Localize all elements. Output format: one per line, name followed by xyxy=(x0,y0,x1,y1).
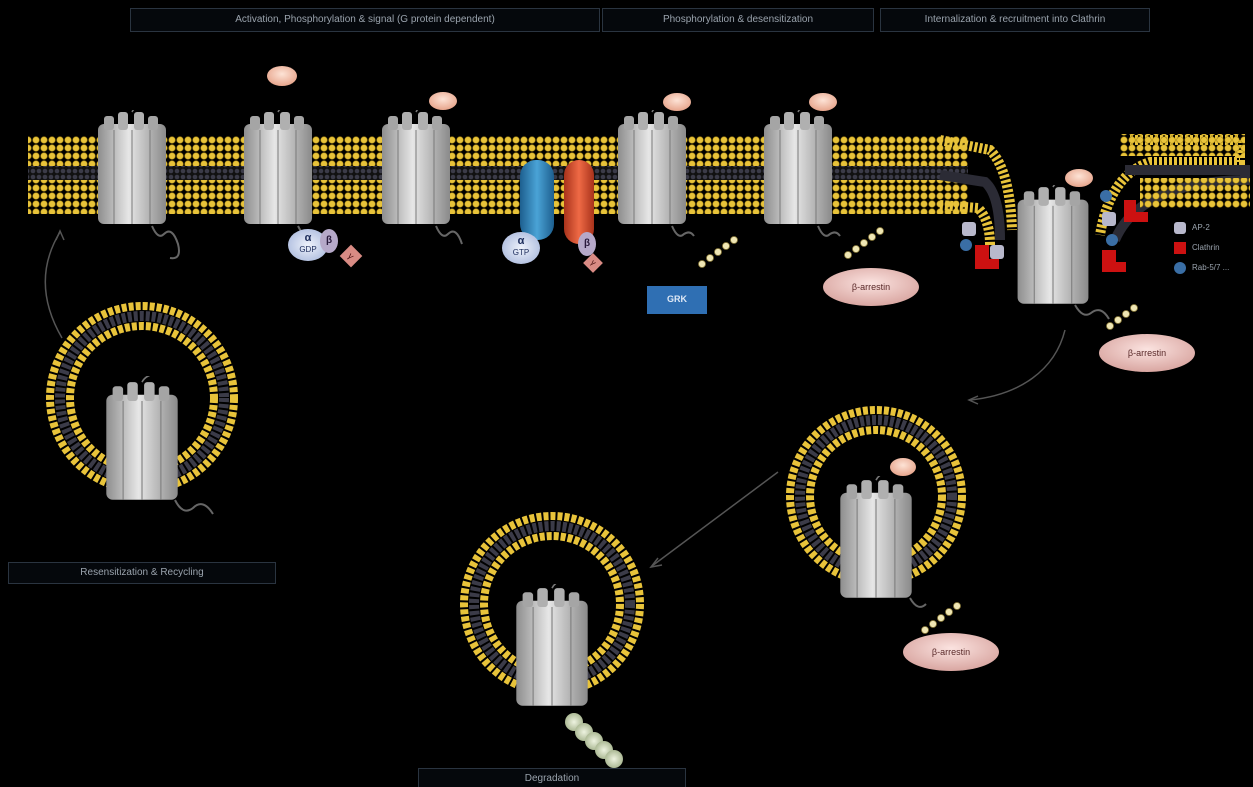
legend-item-ap2: AP-2 xyxy=(1174,222,1250,236)
legend-item-rab: Rab-5/7 ... xyxy=(1174,262,1250,276)
pathway-arrows xyxy=(44,229,1066,569)
arrestin-label-1: β-arrestin xyxy=(851,282,891,292)
receptor-3 xyxy=(381,110,451,225)
legend-item-clathrin: Clathrin xyxy=(1174,242,1250,256)
clathrin-icon xyxy=(1174,242,1186,254)
grk-label: GRK xyxy=(667,294,687,304)
ligands xyxy=(267,66,1093,476)
g-gamma-subunit-active: γ xyxy=(583,253,603,273)
vesicle-endosome xyxy=(786,406,966,608)
ligand-bound-4 xyxy=(1065,169,1093,187)
receptor-2 xyxy=(243,110,313,225)
receptor-1 xyxy=(97,110,167,225)
g-protein-active: α GTP β γ xyxy=(502,232,603,278)
g-beta-subunit-active: β xyxy=(578,232,596,256)
ligand-bound-5 xyxy=(890,458,916,476)
ligand-free xyxy=(267,66,297,86)
arrestin-label-2: β-arrestin xyxy=(1127,348,1167,358)
ligand-bound-1 xyxy=(429,92,457,110)
stage-header-internalization: Internalization & recruitment into Clath… xyxy=(880,8,1150,32)
stage-header-desensitization: Phosphorylation & desensitization xyxy=(602,8,874,32)
g-gamma-subunit: γ xyxy=(339,244,363,268)
ap2-icon xyxy=(1174,222,1186,234)
receptor-internalizing xyxy=(1016,185,1090,305)
g-protein-coupled-helices xyxy=(520,160,594,244)
vesicle-degradation xyxy=(460,512,644,768)
ligand-bound-3 xyxy=(809,93,837,111)
phosphate-chains xyxy=(698,227,1138,634)
receptor-4 xyxy=(617,110,687,225)
arrestins xyxy=(823,268,1195,671)
stage-header-activation: Activation, Phosphorylation & signal (G … xyxy=(130,8,600,32)
grk-box xyxy=(647,286,707,314)
vesicle-recycling xyxy=(46,302,238,515)
receptor-5 xyxy=(763,110,833,225)
caption-recycling: Resensitization & Recycling xyxy=(8,562,276,584)
g-beta-subunit: β xyxy=(320,229,338,253)
caption-degradation: Degradation xyxy=(418,768,686,787)
ubiquitin-chain xyxy=(565,713,623,768)
rab-icon xyxy=(1174,262,1186,274)
g-alpha-subunit-active: α GTP xyxy=(502,232,540,264)
arrestin-label-3: β-arrestin xyxy=(931,647,971,657)
legend: AP-2 Clathrin Rab-5/7 ... xyxy=(1174,222,1250,282)
g-protein-inactive: α GDP β γ xyxy=(288,226,368,276)
coat-proteins xyxy=(960,190,1148,272)
ligand-bound-2 xyxy=(663,93,691,111)
